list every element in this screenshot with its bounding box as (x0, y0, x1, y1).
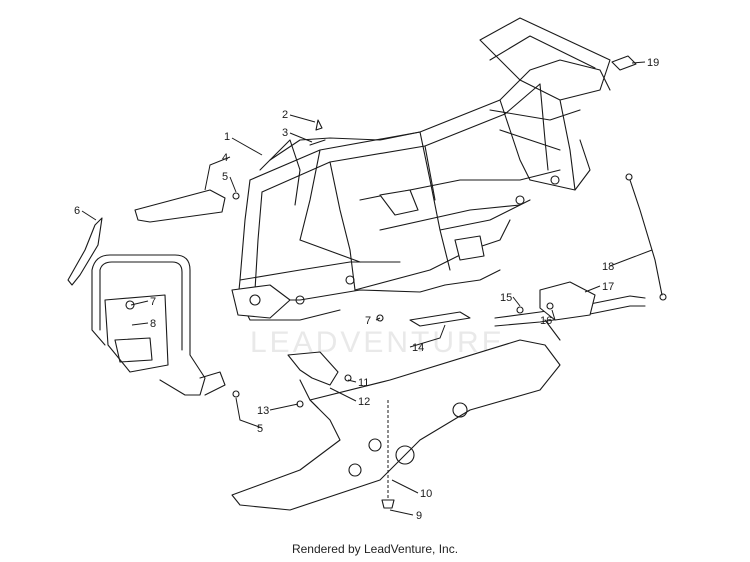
front-bumper (91, 254, 226, 396)
watermark-text: LEADVENTURE (250, 326, 505, 359)
strip-part (409, 311, 471, 327)
callout-8: 8 (150, 318, 156, 330)
decal-part (611, 55, 637, 71)
callout-13: 13 (257, 405, 269, 417)
callout-6: 6 (74, 205, 80, 217)
mount-bracket-part (287, 351, 339, 386)
callout-labels: 1 2 3 4 5 6 7 8 5 7 11 12 13 14 15 16 17… (74, 57, 659, 522)
callout-7-left: 7 (150, 296, 156, 308)
callout-19: 19 (647, 57, 659, 69)
callout-17: 17 (602, 281, 614, 293)
callout-11: 11 (358, 377, 369, 389)
callout-15: 15 (500, 292, 512, 304)
callout-4: 4 (222, 152, 228, 164)
callout-2: 2 (282, 109, 288, 121)
skid-plate-part (231, 339, 561, 511)
rear-bumper (494, 281, 646, 341)
callout-18: 18 (602, 261, 614, 273)
callout-10: 10 (420, 488, 432, 500)
leader-lines (81, 61, 653, 516)
callout-5-bottom: 5 (257, 423, 263, 435)
callout-16: 16 (540, 315, 552, 327)
main-frame (231, 17, 611, 321)
callout-12: 12 (358, 396, 370, 408)
callout-3: 3 (282, 127, 288, 139)
footer-credit: Rendered by LeadVenture, Inc. (291, 542, 459, 556)
callout-5-top: 5 (222, 171, 228, 183)
front-brace-part (67, 217, 103, 286)
callout-9: 9 (416, 510, 422, 522)
callout-14: 14 (412, 342, 424, 354)
hardware-items (232, 119, 554, 509)
rod-part (629, 179, 663, 296)
front-bracket-part (134, 189, 226, 223)
callout-7-center: 7 (365, 315, 371, 327)
callout-1: 1 (224, 131, 230, 143)
